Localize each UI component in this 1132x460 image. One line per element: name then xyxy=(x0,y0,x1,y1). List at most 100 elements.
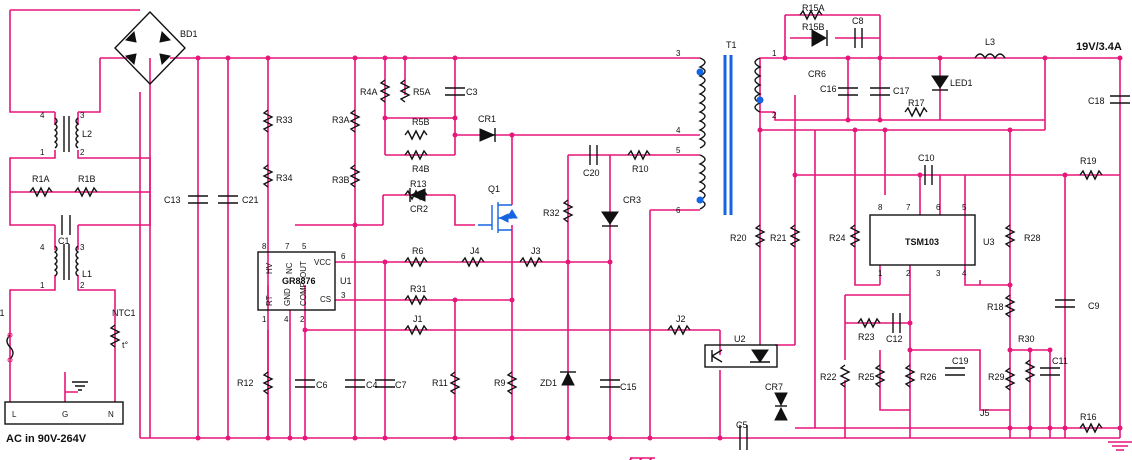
output-rating-label: 19V/3.4A xyxy=(1076,41,1122,53)
u3-pin-7: 7 xyxy=(906,203,911,212)
t1-pin-2: 2 xyxy=(772,111,777,120)
l2-pin-3: 3 xyxy=(80,111,85,120)
r1a-label: R1A xyxy=(32,174,50,184)
terminal-l: L xyxy=(12,410,17,419)
terminal-g: G xyxy=(62,410,68,419)
choke-l2 xyxy=(53,116,80,152)
ntc1-label: NTC1 xyxy=(112,308,136,318)
l2-pin-2: 2 xyxy=(80,148,85,157)
wires xyxy=(9,9,1121,439)
c6-label: C6 xyxy=(316,380,328,390)
r20-label: R20 xyxy=(730,233,747,243)
j2-label: J2 xyxy=(676,314,686,324)
u3-pin-5: 5 xyxy=(962,203,967,212)
u1-pin-vcc: VCC xyxy=(314,258,331,267)
u1-part-label: GR8876 xyxy=(282,276,316,286)
labels: BD1 T1 L2 L1 L3 R1A R1B C1 F1 NTC1 t° C1… xyxy=(0,3,1122,445)
r22-label: R22 xyxy=(820,372,837,382)
l1-pin-3: 3 xyxy=(80,243,85,252)
u1-pin-6: 6 xyxy=(341,252,346,261)
c1-label: C1 xyxy=(58,236,70,246)
c5-label: C5 xyxy=(736,420,748,430)
l2-pin-4: 4 xyxy=(40,111,45,120)
u1-pin-7: 7 xyxy=(285,242,290,251)
inductor-l3 xyxy=(974,53,1006,60)
cr6-label: CR6 xyxy=(808,69,826,79)
c12-label: C12 xyxy=(886,334,903,344)
l1-pin-1: 1 xyxy=(40,281,45,290)
mosfet-q1 xyxy=(478,202,518,233)
c7-label: C7 xyxy=(395,380,407,390)
l3-label: L3 xyxy=(985,37,995,47)
diodes xyxy=(409,29,949,421)
r4a-label: R4A xyxy=(360,87,378,97)
u1-pin-gnd: GND xyxy=(283,288,292,306)
l1-label: L1 xyxy=(82,269,92,279)
u1-pin-comp: COMP xyxy=(299,282,308,306)
c19-label: C19 xyxy=(952,356,969,366)
junction-dots xyxy=(195,55,1123,441)
bridge-rectifier-bd1 xyxy=(114,10,186,86)
r11-label: R11 xyxy=(432,378,448,388)
r15b-label: R15B xyxy=(802,22,825,32)
u1-pin-cs: CS xyxy=(320,295,331,304)
q1-label: Q1 xyxy=(488,184,500,194)
u1-pin-hv: HV xyxy=(265,262,274,274)
c15-label: C15 xyxy=(620,382,637,392)
t1-pin-4: 4 xyxy=(676,126,681,135)
t1-pin-6: 6 xyxy=(676,206,681,215)
u3-part-label: TSM103 xyxy=(905,237,939,247)
c20-label: C20 xyxy=(583,168,600,178)
r9-label: R9 xyxy=(494,378,506,388)
u1-pin-5: 5 xyxy=(302,242,307,251)
optocoupler-u2 xyxy=(704,344,778,368)
r5b-label: R5B xyxy=(412,117,430,127)
u1-ref-label: U1 xyxy=(340,276,352,286)
r5a-label: R5A xyxy=(413,87,431,97)
u3-pin-4: 4 xyxy=(962,269,967,278)
r19-label: R19 xyxy=(1080,156,1097,166)
r28-label: R28 xyxy=(1024,233,1041,243)
l2-label: L2 xyxy=(82,129,92,139)
r15a-label: R15A xyxy=(802,3,825,13)
c9-label: C9 xyxy=(1088,301,1100,311)
r12-label: R12 xyxy=(237,378,254,388)
l2-pin-1: 1 xyxy=(40,148,45,157)
t1-pin-5: 5 xyxy=(676,146,681,155)
u3-ref-label: U3 xyxy=(983,237,995,247)
r17-label: R17 xyxy=(908,98,925,108)
r21-label: R21 xyxy=(770,233,787,243)
r32-label: R32 xyxy=(543,208,560,218)
c3-label: C3 xyxy=(466,87,478,97)
t1-pin-3: 3 xyxy=(676,49,681,58)
u3-pin-2: 2 xyxy=(906,269,911,278)
r13-label: R13 xyxy=(410,179,427,189)
thermistor-ntc1 xyxy=(109,324,121,348)
transformer-t1 xyxy=(696,55,764,215)
cr3-label: CR3 xyxy=(623,195,641,205)
c8-label: C8 xyxy=(852,16,864,26)
r16-label: R16 xyxy=(1080,412,1097,422)
r26-label: R26 xyxy=(920,372,937,382)
u1-pin-3: 3 xyxy=(341,291,346,300)
j1-label: J1 xyxy=(413,314,423,324)
u1-pin-1: 1 xyxy=(262,315,267,324)
u3-pin-3: 3 xyxy=(936,269,941,278)
ground-symbols xyxy=(72,381,1132,460)
u1-pin-nc: NC xyxy=(285,262,294,274)
r30-label: R30 xyxy=(1018,334,1035,344)
c11-label: C11 xyxy=(1052,356,1068,366)
terminal-n: N xyxy=(108,410,114,419)
zd1-label: ZD1 xyxy=(540,378,557,388)
fuse-f1 xyxy=(6,332,14,363)
t1-pin-1: 1 xyxy=(772,49,777,58)
u3-pin-1: 1 xyxy=(878,269,883,278)
u1-pin-out: OUT xyxy=(299,261,308,278)
c10-label: C10 xyxy=(918,153,935,163)
ic-u1 xyxy=(257,251,336,311)
u2-label: U2 xyxy=(734,334,746,344)
r4b-label: R4B xyxy=(412,164,430,174)
u1-pin-4: 4 xyxy=(284,315,289,324)
